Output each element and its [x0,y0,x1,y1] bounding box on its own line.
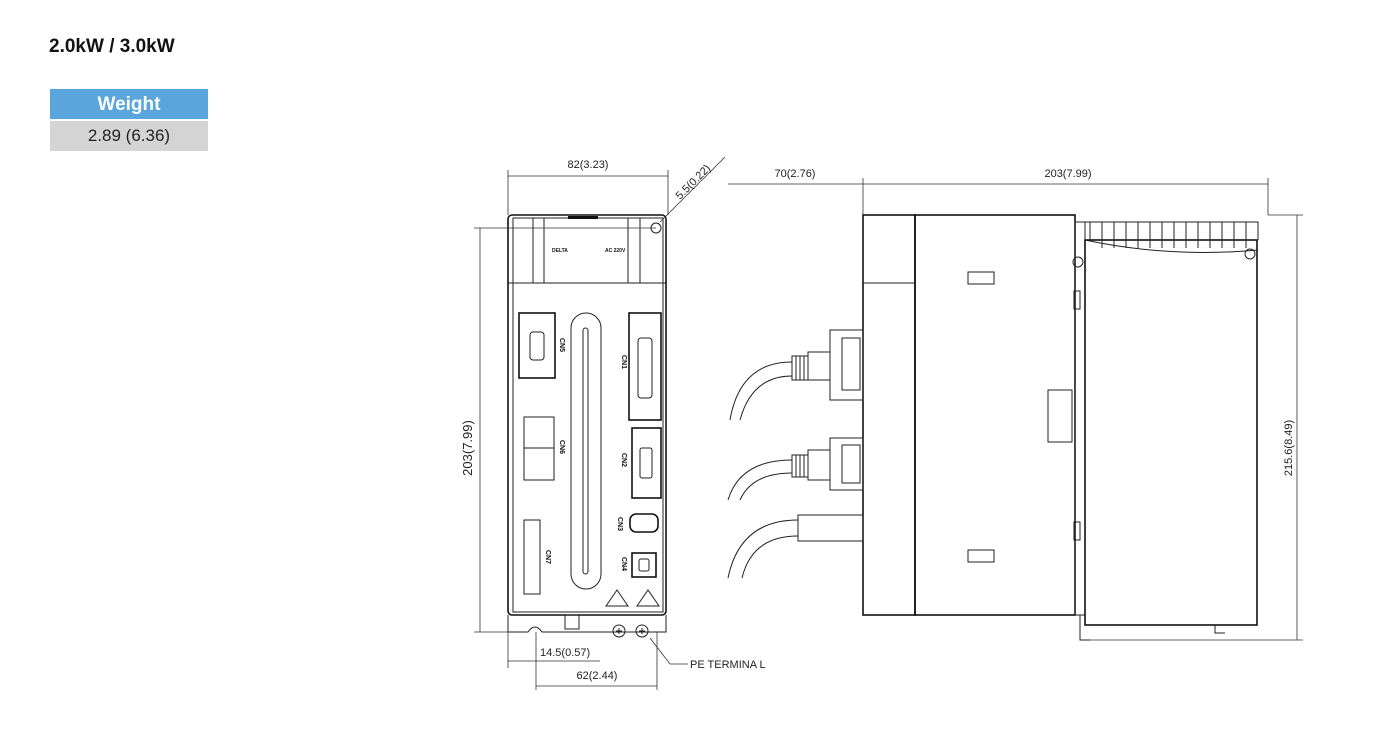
side-depth-dim: 203(7.99) [1044,168,1091,180]
cn1-label: CN1 [620,355,627,369]
cn7-label: CN7 [544,550,551,564]
cn4-label: CN4 [620,557,627,571]
weight-header: Weight [50,89,208,119]
side-height-dim: 215.6(8.49) [1283,420,1295,476]
side-front-panel [862,214,916,616]
heatsink-fins [1084,222,1259,253]
page-title: 2.0kW / 3.0kW [49,36,175,57]
caution-icon [636,589,660,607]
pe-terminal-label: PE TERMINA L [690,659,766,671]
cable-connectors [727,329,864,579]
front-view: DELTA AC 220V CN5 CN6 CN7 CN1 CN2 CN3 CN… [460,156,766,690]
front-width-dim: 82(3.23) [568,159,609,171]
weight-value: 2.89 (6.36) [50,121,208,151]
front-body [507,214,667,616]
side-cable-dim: 70(2.76) [775,168,816,180]
front-corner-dim: 5.5(0.22) [674,163,714,203]
front-mount-dim: 62(2.44) [577,670,618,682]
cn6-label: CN6 [558,440,565,454]
warning-icon [605,589,629,607]
svg-text:DELTA: DELTA [552,248,568,254]
side-view: 70(2.76) 203(7.99) 215.6(8.49) [727,168,1303,641]
cn2-label: CN2 [620,453,627,467]
front-offset-dim: 14.5(0.57) [540,647,590,659]
front-height-dim: 203(7.99) [460,420,475,476]
cn5-label: CN5 [558,338,565,352]
cn3-label: CN3 [616,517,623,531]
svg-text:AC 220V: AC 220V [605,248,626,254]
weight-table: Weight 2.89 (6.36) [50,89,208,151]
